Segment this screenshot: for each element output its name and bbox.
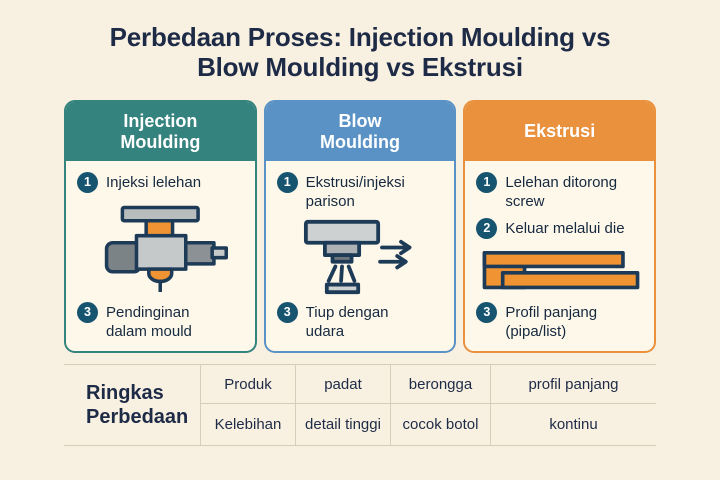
step-number-badge: 2	[476, 218, 498, 240]
step-item: 3 Pendinginan dalam mould	[77, 302, 247, 341]
step-text: Injeksi lelehan	[106, 174, 202, 191]
step-text: Pendinginan dalam mould	[106, 304, 192, 340]
step-text: Lelehan ditorong screw	[505, 174, 618, 210]
summary-row-header-produk: Produk	[200, 365, 295, 404]
step-number-badge: 1	[476, 172, 498, 193]
summary-table-label: Ringkas Perbedaan	[86, 382, 189, 428]
summary-row-header-kelebihan: Kelebihan	[200, 404, 295, 445]
step-number-badge: 3	[276, 302, 298, 323]
injection-machine-icon	[77, 202, 247, 294]
extrusion-profile-icon	[476, 247, 646, 295]
step-number-badge: 1	[77, 172, 98, 193]
step-number-badge: 3	[476, 301, 498, 323]
summary-cell-ekstrusi-produk: profil panjang	[490, 365, 656, 404]
step-item: 1 Lelehan ditorong screw	[476, 172, 646, 211]
column-blow-moulding: Blow Moulding 1 Ekstrusi/injeksi parison	[263, 100, 457, 353]
summary-cell-injection-produk: padat	[295, 365, 390, 404]
blow-nozzle-icon	[277, 216, 447, 298]
summary-cell-ekstrusi-kelebihan: kontinu	[490, 404, 656, 445]
step-text: Ekstrusi/injeksi parison	[305, 174, 405, 210]
step-text: Keluar melalui die	[505, 220, 625, 238]
column-ekstrusi: Ekstrusi 1 Lelehan ditorong screw 2 Kelu…	[463, 100, 657, 353]
column-body: 1 Ekstrusi/injeksi parison	[266, 161, 455, 351]
step-item: 1 Injeksi lelehan	[77, 172, 247, 193]
step-item: 2 Keluar melalui die	[476, 218, 646, 240]
step-item: 3 Tiup dengan udara	[276, 302, 447, 341]
summary-cell-injection-kelebihan: detail tinggi	[295, 404, 390, 445]
summary-cell-blow-kelebihan: cocok botol	[390, 404, 490, 445]
step-text: Profil panjang (pipa/list)	[505, 303, 598, 340]
column-body: 1 Lelehan ditorong screw 2 Keluar melalu…	[465, 161, 654, 351]
summary-table: Ringkas Perbedaan Produk padat berongga …	[64, 364, 656, 446]
column-header-injection: Injection Moulding	[66, 102, 255, 161]
column-injection-moulding: Injection Moulding 1 Injeksi lelehan	[64, 100, 257, 353]
column-body: 1 Injeksi lelehan	[66, 161, 255, 351]
step-number-badge: 3	[77, 302, 98, 323]
step-item: 1 Ekstrusi/injeksi parison	[276, 172, 447, 211]
step-item: 3 Profil panjang (pipa/list)	[476, 301, 646, 341]
process-columns: Injection Moulding 1 Injeksi lelehan	[64, 100, 657, 353]
column-header-ekstrusi: Ekstrusi	[465, 102, 655, 161]
step-number-badge: 1	[276, 172, 298, 193]
column-header-blow: Blow Moulding	[265, 102, 455, 161]
page-title: Perbedaan Proses: Injection Moulding vs …	[109, 22, 611, 82]
summary-cell-blow-produk: berongga	[390, 365, 490, 404]
step-text: Tiup dengan udara	[305, 304, 389, 340]
